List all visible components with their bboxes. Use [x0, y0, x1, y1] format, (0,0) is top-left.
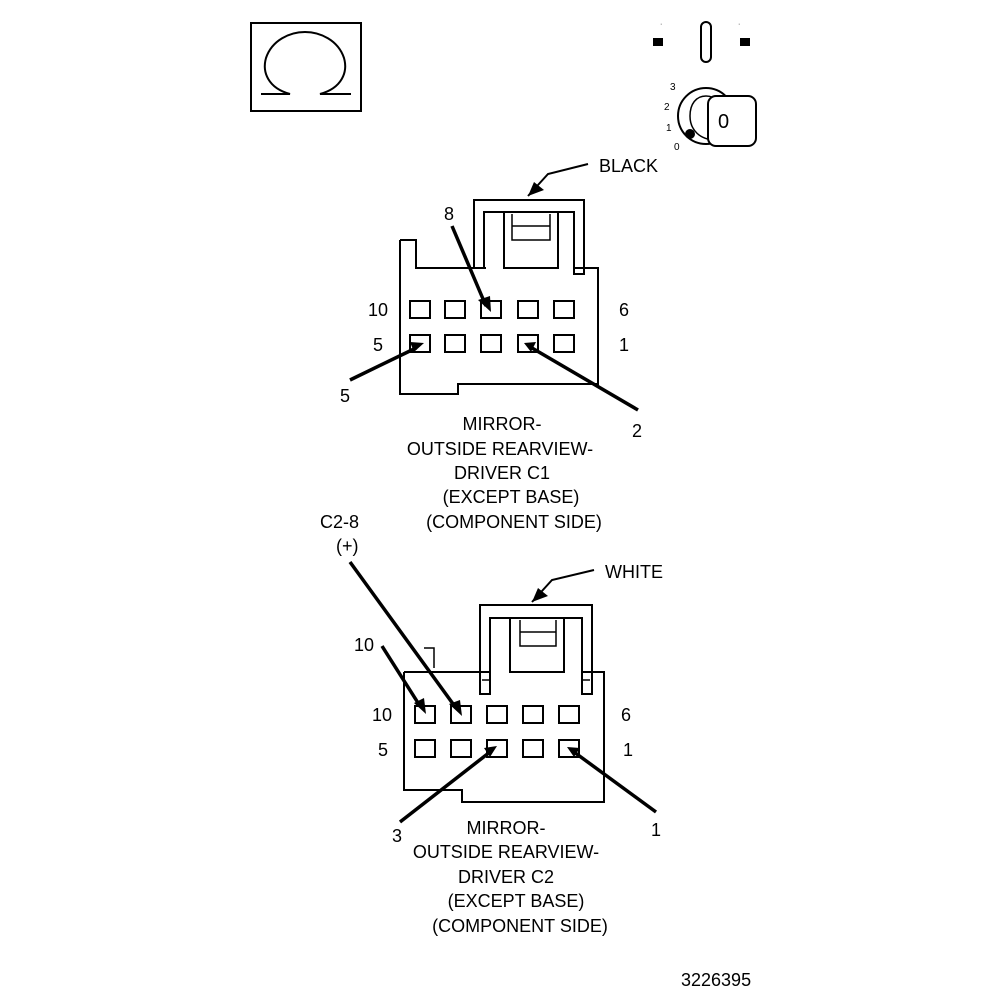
svg-text:·: ·	[738, 21, 740, 28]
c2-pin-5	[414, 739, 436, 758]
c1-caption-line-4: (EXCEPT BASE)	[443, 487, 580, 507]
c1-pin-10	[409, 300, 431, 319]
c2-row-label-10: 10	[372, 705, 392, 725]
c2-caption: MIRROR- OUTSIDE REARVIEW- DRIVER C2 (EXC…	[413, 818, 608, 936]
ignition-position-3: 3	[670, 82, 676, 93]
ignition-position-0: 0	[674, 142, 680, 153]
c2-caption-line-2: OUTSIDE REARVIEW-	[413, 842, 599, 862]
c1-pin-9	[444, 300, 466, 319]
connector-c2: WHITE 10 6 5 1 C2-8 (+) 10 3 1	[320, 512, 663, 936]
c2-caption-line-5: (COMPONENT SIDE)	[432, 916, 608, 936]
c2-color-label: WHITE	[605, 562, 663, 582]
c2-callout-plus: (+)	[336, 536, 359, 556]
c2-row-label-1: 1	[623, 740, 633, 760]
c1-caption-line-2: OUTSIDE REARVIEW-	[407, 439, 593, 459]
c1-pin-1	[553, 334, 575, 353]
c2-callout-c2-8: C2-8	[320, 512, 359, 532]
c2-row-label-6: 6	[621, 705, 631, 725]
c2-latch	[479, 604, 593, 695]
ignition-position-1: 1	[666, 123, 672, 134]
c1-pin-6	[553, 300, 575, 319]
c1-caption: MIRROR- OUTSIDE REARVIEW- DRIVER C1 (EXC…	[407, 414, 602, 532]
omega-symbol-icon	[250, 22, 362, 112]
figure-number: 3226395	[681, 970, 751, 990]
c1-row-label-10: 10	[368, 300, 388, 320]
ignition-position-2: 2	[664, 102, 670, 113]
ignition-key-label: 0	[718, 111, 729, 133]
c1-row-label-6: 6	[619, 300, 629, 320]
c1-pin-3	[480, 334, 502, 353]
c1-row-label-5: 5	[373, 335, 383, 355]
c2-pin-6	[558, 705, 580, 724]
c1-callout-5: 5	[340, 386, 350, 406]
c2-pin-4	[450, 739, 472, 758]
c1-row-label-1: 1	[619, 335, 629, 355]
c1-color-label: BLACK	[599, 156, 658, 176]
c1-pin-4	[444, 334, 466, 353]
c2-callout-10: 10	[354, 635, 374, 655]
c1-callout-8: 8	[444, 204, 454, 224]
c1-callout-2: 2	[632, 421, 642, 441]
c2-caption-line-1: MIRROR-	[467, 818, 546, 838]
c2-pin-2	[522, 739, 544, 758]
c2-caption-line-3: DRIVER C2	[458, 867, 554, 887]
c1-pin-7	[517, 300, 539, 319]
c1-caption-line-1: MIRROR-	[463, 414, 542, 434]
c2-caption-line-4: (EXCEPT BASE)	[448, 891, 585, 911]
c2-row-label-5: 5	[378, 740, 388, 760]
c1-latch	[473, 199, 585, 275]
c1-caption-line-5: (COMPONENT SIDE)	[426, 512, 602, 532]
c2-callout-3: 3	[392, 826, 402, 846]
c2-pin-8	[486, 705, 508, 724]
connector-c1: BLACK 10 6 5 1 8 5 2 MIRROR- OUTSIDE REA…	[340, 156, 658, 532]
svg-text:·: ·	[660, 21, 662, 28]
c2-pin-7	[522, 705, 544, 724]
c2-callout-1: 1	[651, 820, 661, 840]
ignition-key-icon: · · 3 2 1 0 0	[653, 21, 757, 153]
c1-caption-line-3: DRIVER C1	[454, 463, 550, 483]
